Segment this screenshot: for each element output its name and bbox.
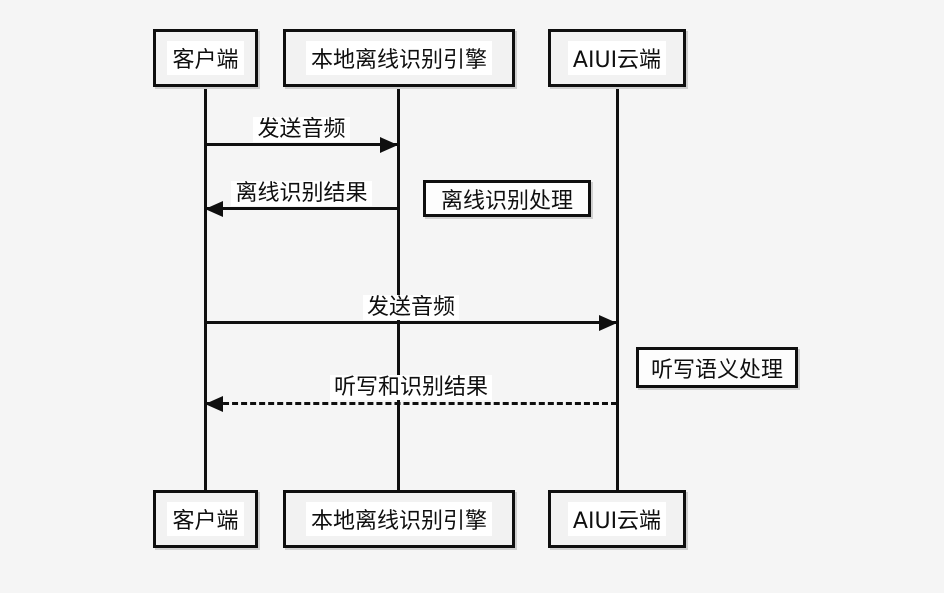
actor-client-label: 客户端: [167, 41, 244, 75]
actor-engine-label: 本地离线识别引擎: [305, 502, 492, 536]
arrowhead-right-icon: [599, 315, 617, 331]
lifeline-cloud: [616, 87, 619, 490]
note-label-text: 听写语义处理: [650, 357, 783, 383]
message-label-text: 发送音频: [253, 117, 350, 142]
note-dictation-processing: 听写语义处理: [636, 347, 798, 388]
message-send-audio-local-label: 发送音频: [205, 111, 398, 143]
message-send-audio-cloud-line: [205, 321, 617, 324]
message-send-audio-local-line: [205, 143, 398, 146]
message-offline-result-label: 离线识别结果: [205, 175, 398, 207]
arrowhead-right-icon: [380, 137, 398, 153]
arrowhead-left-icon: [205, 201, 223, 217]
note-label-text: 离线识别处理: [440, 188, 573, 214]
actor-client-top: 客户端: [153, 29, 258, 87]
actor-client-label: 客户端: [167, 502, 244, 536]
message-dictation-result-label: 听写和识别结果: [205, 369, 617, 401]
actor-cloud-top: AIUI云端: [548, 29, 686, 87]
message-label-text: 听写和识别结果: [329, 375, 492, 400]
actor-engine-bottom: 本地离线识别引擎: [283, 490, 515, 548]
arrowhead-left-icon: [205, 396, 223, 412]
lifeline-engine: [397, 87, 400, 490]
message-label-text: 离线识别结果: [231, 181, 372, 206]
actor-cloud-label: AIUI云端: [567, 502, 667, 536]
actor-engine-label: 本地离线识别引擎: [305, 41, 492, 75]
actor-engine-top: 本地离线识别引擎: [283, 29, 515, 87]
note-offline-processing: 离线识别处理: [423, 180, 591, 217]
actor-cloud-label: AIUI云端: [567, 41, 667, 75]
message-dictation-result-line: [205, 402, 617, 405]
actor-client-bottom: 客户端: [153, 490, 258, 548]
lifeline-client: [204, 87, 207, 490]
message-label-text: 发送音频: [362, 295, 459, 320]
message-offline-result-line: [205, 207, 398, 210]
actor-cloud-bottom: AIUI云端: [548, 490, 686, 548]
message-send-audio-cloud-label: 发送音频: [205, 289, 617, 321]
